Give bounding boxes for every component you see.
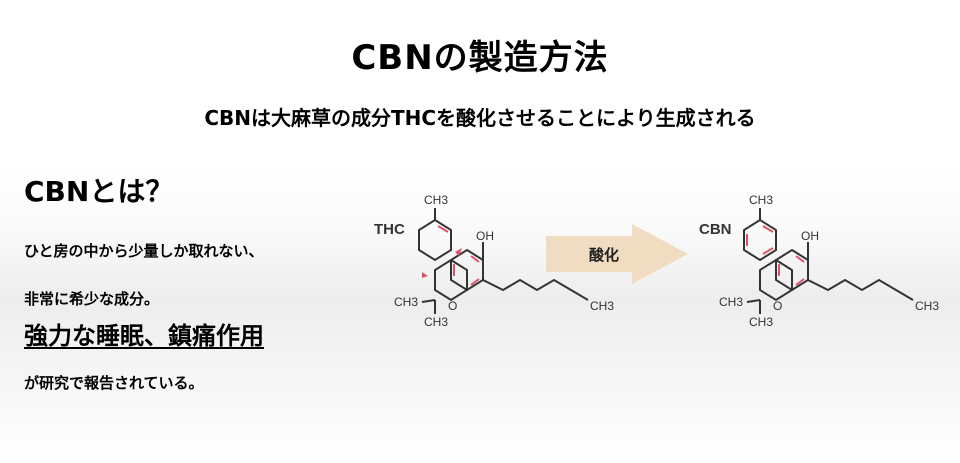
description-line-1: ひと房の中から少量しか取れない、 [24, 242, 264, 260]
cbn-ring-b [759, 258, 793, 302]
thc-o: O [448, 299, 457, 313]
cbn-double-bond-d [795, 255, 805, 263]
cbn-double-bond-c [762, 247, 774, 255]
arrow-label: 酸化 [589, 246, 619, 264]
cbn-ch3-top: CH3 [749, 193, 773, 207]
thc-ch3-top: CH3 [424, 193, 448, 207]
thc-double-bond-d [470, 278, 480, 286]
page-title: CBNの製造方法 [351, 38, 609, 78]
page-subtitle: CBNは大麻草の成分THCを酸化させることにより生成される [204, 106, 756, 130]
thc-double-bonds [437, 225, 480, 286]
thc-double-bond-b [470, 255, 480, 263]
thc-ch3-bottom: CH3 [424, 315, 448, 329]
thc-label: THC [374, 221, 405, 238]
description-line-2: 非常に希少な成分。 [24, 290, 160, 308]
thc-double-bond-a [437, 225, 449, 233]
cbn-double-bond-a [762, 225, 774, 233]
cbn-label: CBN [699, 221, 732, 238]
oxidation-diagram: THC CH3 OH CH3 O CH3 CH3 酸化 CBN CH3 OH C… [374, 193, 939, 329]
cbn-oh: OH [801, 229, 819, 243]
cbn-double-bond-f [795, 278, 805, 286]
thc-ch3-chain: CH3 [590, 299, 614, 313]
thc-ring-a [418, 218, 452, 262]
thc-ring-b [434, 258, 468, 302]
thc-ch3-left: CH3 [394, 295, 418, 309]
thc-side-chain [482, 278, 589, 301]
emphasis-line: 強力な睡眠、鎮痛作用 [24, 322, 264, 350]
cbn-bond-ch3-left [746, 299, 761, 303]
section-heading: CBNとは？ [24, 175, 174, 208]
cbn-ch3-left: CH3 [719, 295, 743, 309]
cbn-ring-a [743, 218, 777, 262]
thc-wedge-1 [455, 248, 462, 256]
cbn-double-bonds [746, 225, 805, 286]
thc-wedge-2 [422, 272, 428, 278]
cbn-structure [743, 208, 914, 314]
cbn-ch3-chain: CH3 [915, 299, 939, 313]
background-band [0, 165, 960, 463]
thc-bond-ch3-left [421, 299, 436, 303]
oxidation-arrow [546, 224, 688, 284]
thc-structure [418, 208, 589, 314]
cbn-side-chain [807, 278, 914, 301]
cbn-ch3-bottom: CH3 [749, 315, 773, 329]
description-line-4: が研究で報告されている。 [24, 374, 204, 392]
thc-oh: OH [476, 229, 494, 243]
cbn-o: O [773, 299, 782, 313]
